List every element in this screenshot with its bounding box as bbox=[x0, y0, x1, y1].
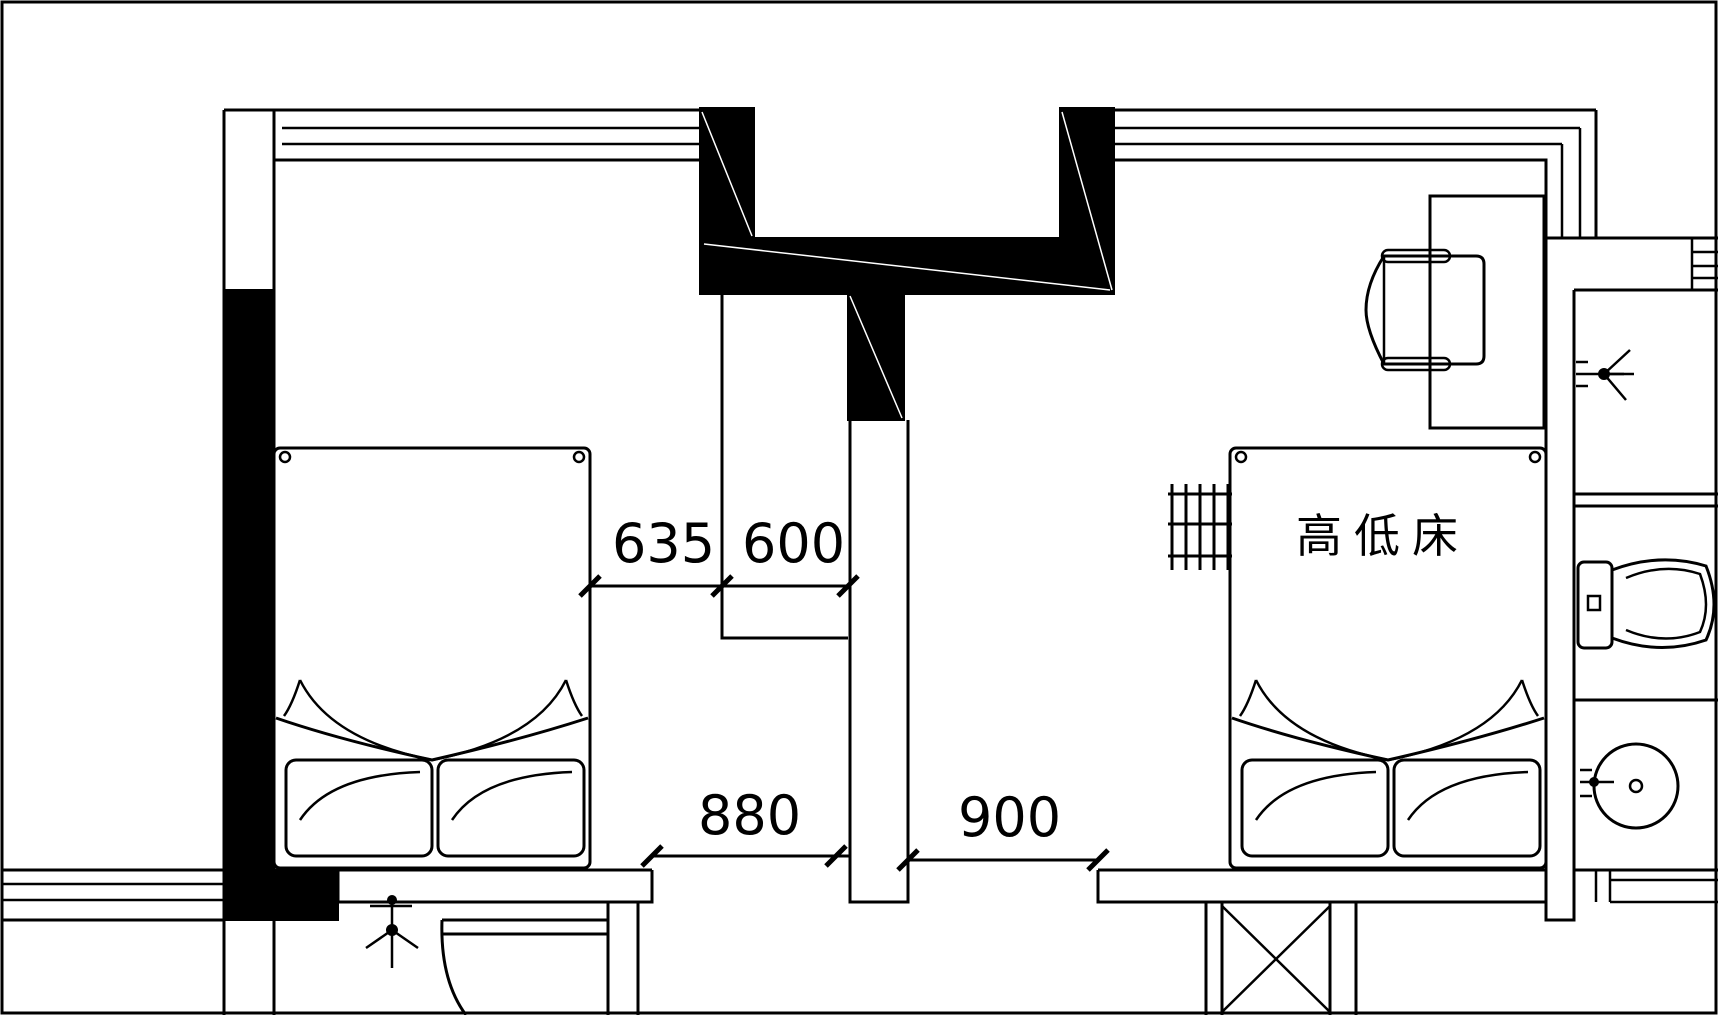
bed-ladder bbox=[1168, 484, 1232, 570]
wardrobe-outline bbox=[720, 294, 848, 640]
left-bed bbox=[272, 446, 592, 870]
center-notch-wall bbox=[699, 107, 1115, 295]
desk-and-chair bbox=[1364, 194, 1546, 430]
desk bbox=[1428, 194, 1546, 430]
dimension-900: 900 bbox=[958, 786, 1061, 849]
bunk-bed-label: 高低床 bbox=[1296, 509, 1470, 563]
shower-icon bbox=[1576, 349, 1634, 401]
left-structural-wall bbox=[223, 289, 275, 921]
bottom-corridor bbox=[2, 868, 1546, 1015]
right-bed: 高低床 bbox=[1168, 446, 1548, 870]
right-bed-pillow-1 bbox=[1240, 758, 1390, 858]
corridor-shower-icon bbox=[365, 895, 419, 968]
left-bed-pillow-2 bbox=[436, 758, 586, 858]
dimension-880: 880 bbox=[698, 784, 801, 847]
left-bed-pillow-1 bbox=[284, 758, 434, 858]
corridor-toilet bbox=[440, 919, 468, 1015]
washbasin-icon bbox=[1580, 742, 1680, 830]
bathroom-fixtures bbox=[365, 349, 1716, 968]
dimension-lines bbox=[578, 574, 1110, 872]
chair bbox=[1364, 254, 1486, 366]
toilet-icon bbox=[1576, 558, 1716, 650]
right-bed-pillow-2 bbox=[1392, 758, 1542, 858]
bottom-left-column bbox=[223, 869, 339, 921]
dimension-635: 635 bbox=[612, 512, 715, 575]
center-structure bbox=[699, 107, 1115, 904]
dimension-600: 600 bbox=[742, 512, 845, 575]
